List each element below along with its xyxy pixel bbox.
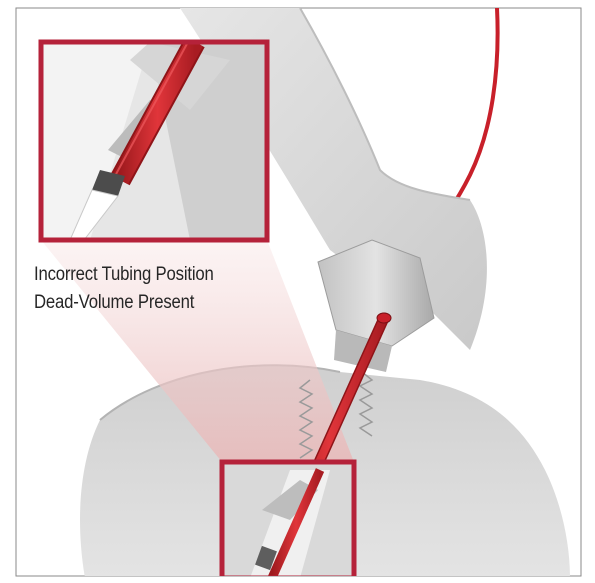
tubing-end [377, 313, 391, 323]
caption-line-2: Dead-Volume Present [34, 289, 214, 317]
caption: Incorrect Tubing Position Dead-Volume Pr… [34, 261, 214, 317]
caption-line-1: Incorrect Tubing Position [34, 261, 214, 289]
zoom-target-box [222, 462, 354, 578]
magnified-inset [41, 42, 267, 240]
